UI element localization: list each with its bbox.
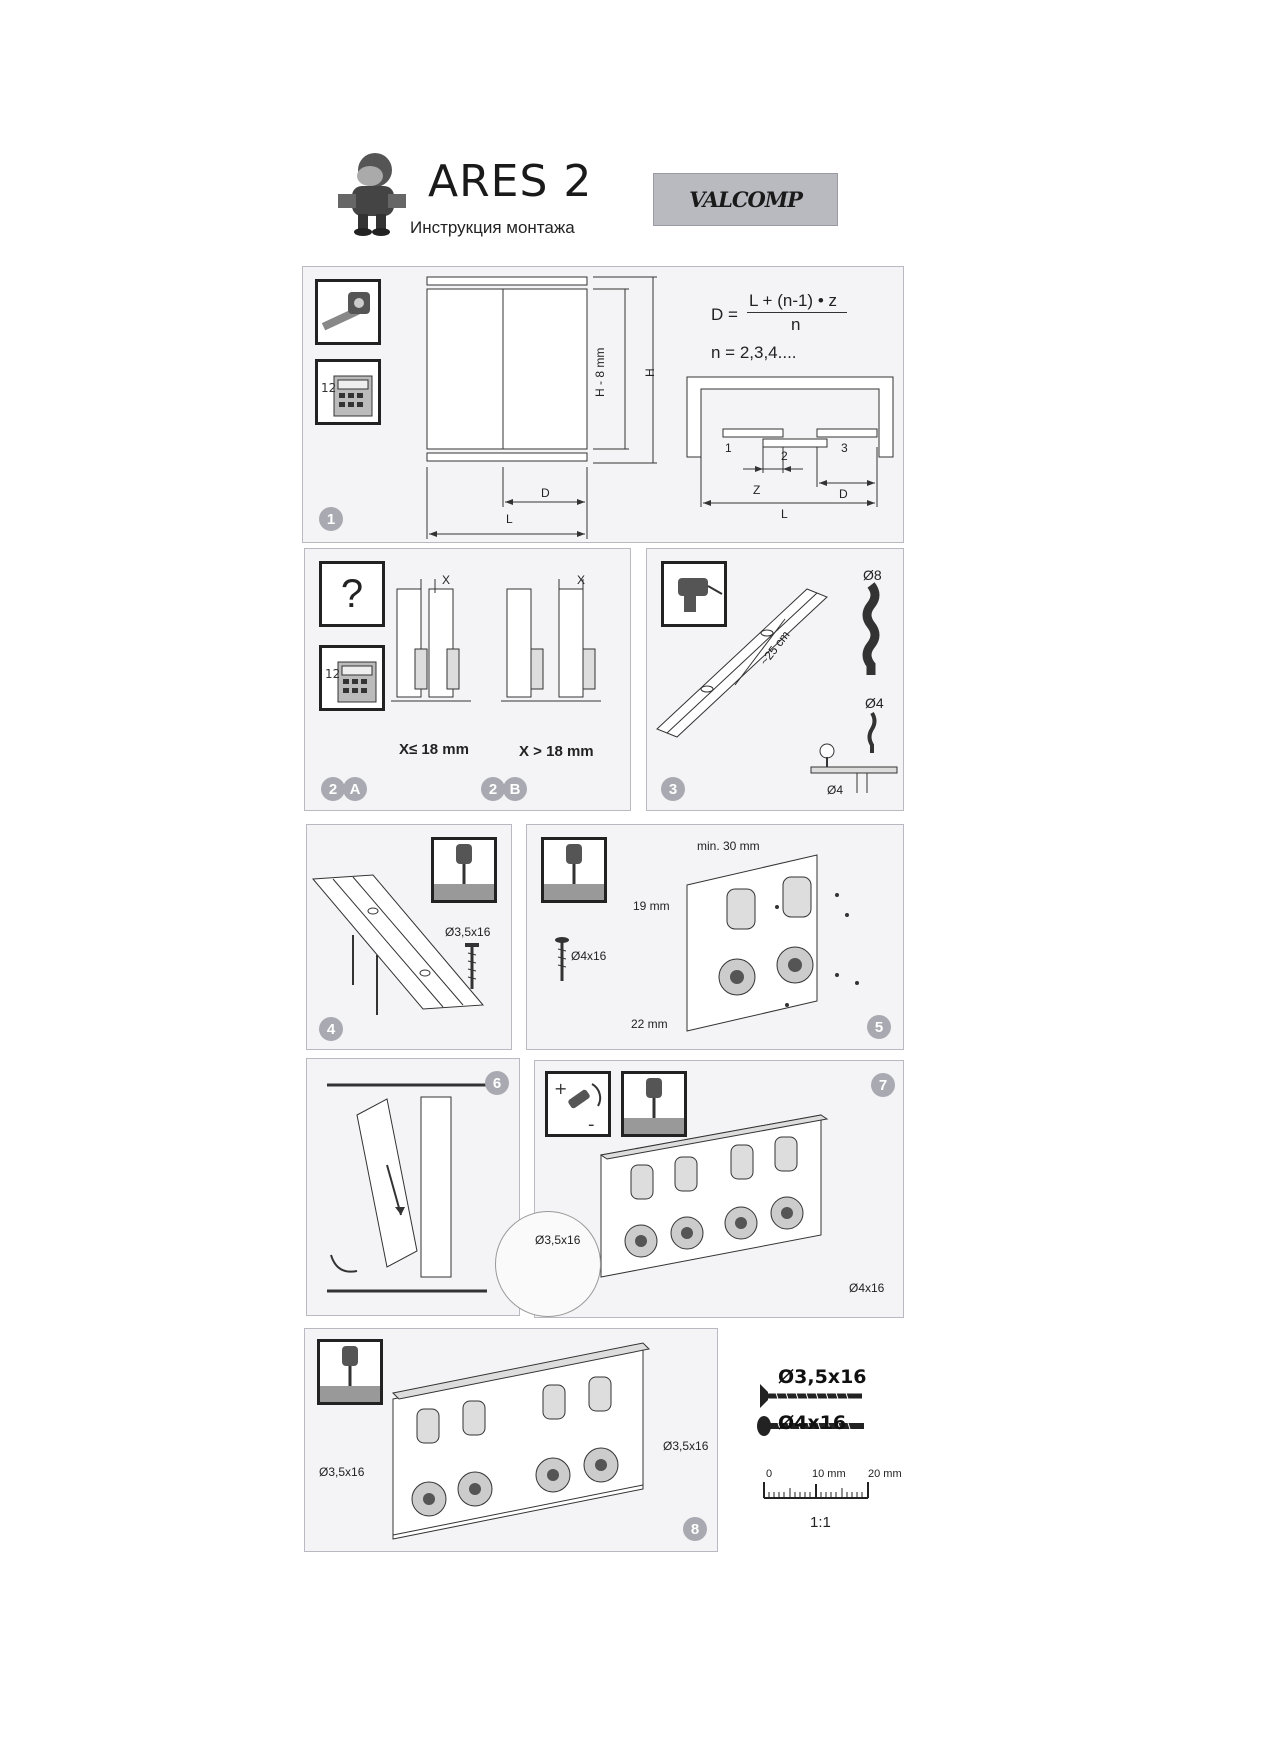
svg-text:12: 12	[325, 667, 340, 681]
ruler-tick-10: 10 mm	[812, 1468, 846, 1480]
m19-label: 19 mm	[633, 899, 670, 913]
scale-screws-diagram	[757, 1384, 864, 1436]
label-door-1: 1	[725, 441, 732, 455]
label-h: H	[643, 368, 657, 377]
formula-numerator: L + (n-1) • z	[749, 291, 837, 310]
label-d2: D	[839, 487, 848, 501]
screwdriver-icon-4	[317, 1339, 383, 1405]
step-letter-2b: B	[503, 777, 527, 801]
formula-bar	[747, 312, 847, 313]
step-3-panel: ~25 cm Ø8 Ø4 Ø4 3	[646, 548, 904, 811]
rail-drilling-diagram	[656, 588, 828, 738]
step-number-2a: 2	[321, 777, 345, 801]
step-8-panel: Ø3,5x16 Ø3,5x16 8	[304, 1328, 718, 1552]
step-number-2b: 2	[481, 777, 505, 801]
condition-a: X≤ 18 mm	[399, 741, 469, 758]
condition-b: X > 18 mm	[519, 743, 594, 760]
question-icon: ?	[319, 561, 385, 627]
detail-circle	[495, 1211, 601, 1317]
step-6-panel: 6	[306, 1058, 520, 1316]
screw-label-8a: Ø3,5x16	[319, 1465, 365, 1479]
step-1-panel: 12 H - 8 mm H D L D = L + (n-1) • z n n …	[302, 266, 904, 543]
door-hardware-diagram	[686, 854, 859, 1032]
drill-d8-label: Ø8	[863, 567, 882, 583]
brand-logo: VALCOMP	[653, 173, 838, 226]
ruler-tick-20: 20 mm	[868, 1468, 902, 1480]
measure-tape-icon	[315, 279, 381, 345]
hole-d4-label: Ø4	[827, 783, 844, 797]
door-elevation-diagram	[426, 276, 657, 539]
label-l2: L	[781, 507, 788, 521]
step-letter-2a: A	[343, 777, 367, 801]
screw-label-7a: Ø3,5x16	[535, 1233, 581, 1247]
n-values: n = 2,3,4....	[711, 343, 797, 362]
calculator-icon-2: 12	[319, 645, 385, 711]
question-mark: ?	[340, 571, 364, 616]
step-4-panel: Ø3,5x16 4	[306, 824, 512, 1050]
formula-left: D =	[711, 305, 738, 324]
countersink-diagram	[810, 743, 898, 793]
svg-text:+: +	[554, 1079, 567, 1098]
label-z: Z	[753, 483, 761, 497]
screw-icon	[465, 943, 479, 989]
drill-bit-8-icon	[862, 582, 880, 675]
brand-name: VALCOMP	[689, 187, 803, 212]
label-h8: H - 8 mm	[593, 347, 607, 397]
calculator-icon: 12	[315, 359, 381, 425]
step-5-panel: Ø4x16 min. 30 mm 19 mm 22 mm 5	[526, 824, 904, 1050]
screwdriver-icon-2	[541, 837, 607, 903]
door-overlap-b-diagram	[501, 579, 601, 702]
step-number-4: 4	[319, 1017, 343, 1041]
drill-d4-label: Ø4	[865, 695, 884, 711]
svg-text:12: 12	[321, 381, 336, 395]
step-2-panel: ? 12 X X≤ 18 mm X X > 18 mm 2 A 2 B	[304, 548, 631, 811]
adjust-icon: +-	[545, 1071, 611, 1137]
scale-ratio: 1:1	[810, 1514, 831, 1531]
final-assembly-diagram	[391, 1342, 651, 1540]
scale-screw-2: Ø4x16	[778, 1412, 847, 1434]
page-title: ARES 2	[428, 156, 593, 207]
screw-icon-5	[555, 937, 569, 981]
rail-mounting-diagram	[311, 874, 485, 1015]
label-door-2: 2	[781, 449, 788, 463]
door-overlap-a-diagram	[391, 579, 471, 702]
ruler-tick-0: 0	[766, 1468, 773, 1480]
step-number-8: 8	[683, 1517, 707, 1541]
label-x-b: X	[577, 573, 586, 587]
label-l: L	[506, 512, 513, 526]
step-number-5: 5	[867, 1015, 891, 1039]
mascot-icon	[338, 153, 406, 236]
screwdriver-icon	[431, 837, 497, 903]
scale-screw-1: Ø3,5x16	[778, 1366, 867, 1388]
step-number-1: 1	[319, 507, 343, 531]
label-x-a: X	[442, 573, 451, 587]
screw-label-7b: Ø4x16	[849, 1281, 885, 1295]
ruler	[763, 1482, 869, 1499]
drill-icon	[661, 561, 727, 627]
roller-adjust-diagram	[599, 1114, 829, 1278]
label-d: D	[541, 486, 550, 500]
m22-label: 22 mm	[631, 1017, 668, 1031]
screw-label-5: Ø4x16	[571, 949, 607, 963]
step-7-panel: +- Ø3,5x16 Ø4x16 7	[495, 1060, 904, 1318]
step-number-6: 6	[485, 1071, 509, 1095]
door-hanging-diagram	[327, 1083, 487, 1293]
screw-label: Ø3,5x16	[445, 925, 491, 939]
screwdriver-icon-3	[621, 1071, 687, 1137]
page-subtitle: Инструкция монтажа	[410, 218, 575, 237]
step-number-3: 3	[661, 777, 685, 801]
min-label: min. 30 mm	[697, 839, 760, 853]
step-number-7: 7	[871, 1073, 895, 1097]
formula-denominator: n	[791, 315, 801, 334]
top-view-diagram	[686, 376, 894, 507]
svg-text:-: -	[588, 1114, 595, 1135]
drill-bit-4-icon	[867, 711, 877, 753]
screw-label-8b: Ø3,5x16	[663, 1439, 709, 1453]
label-door-3: 3	[841, 441, 848, 455]
